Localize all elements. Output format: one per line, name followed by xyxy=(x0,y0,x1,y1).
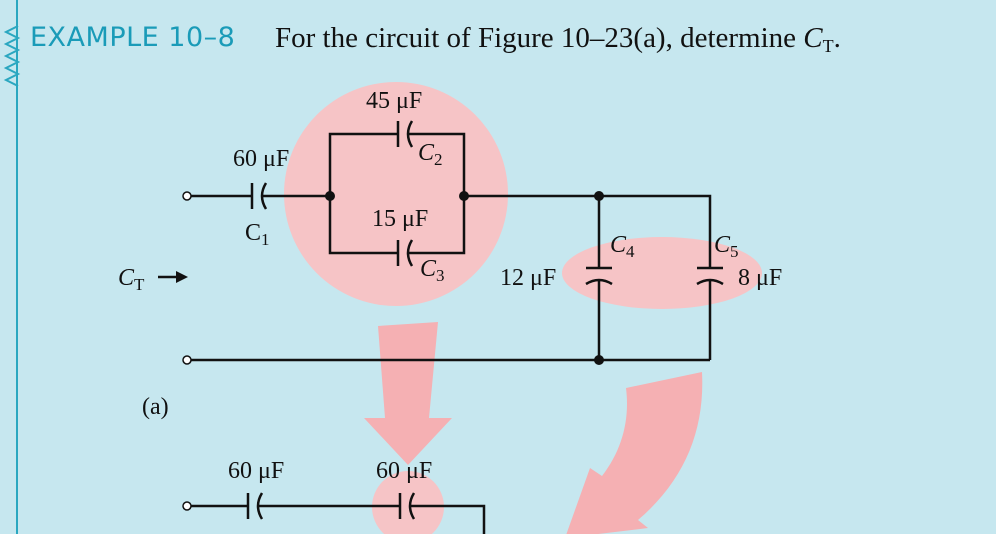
reduced-capacitor-highlight xyxy=(372,471,444,534)
example-symbol: C xyxy=(803,22,823,54)
c4-capacitor-symbol xyxy=(585,266,613,286)
c5-value: 8 μF xyxy=(738,265,782,291)
c2-capacitor-symbol xyxy=(396,120,414,148)
circuit-wires xyxy=(191,132,712,534)
highlights xyxy=(284,82,762,534)
terminal-top xyxy=(182,191,192,201)
reduced-capacitor-2-symbol xyxy=(398,492,416,520)
reduction-arrow-curved xyxy=(566,372,703,534)
example-symbol-sub: T xyxy=(822,36,834,56)
junction-dots xyxy=(325,191,604,365)
zigzag-marker-icon xyxy=(3,26,21,87)
example-text-prefix: For the circuit of Figure 10–23(a), dete… xyxy=(275,22,804,54)
terminal-bottom xyxy=(182,355,192,365)
parallel-c4-c5-highlight xyxy=(562,237,762,309)
terminal-reduced xyxy=(182,501,192,511)
ct-arrow-icon xyxy=(158,271,188,283)
ct-label: CT xyxy=(118,265,145,294)
c3-value: 15 μF xyxy=(372,206,428,232)
reduced-right-value: 60 μF xyxy=(376,458,432,484)
capacitor-symbols xyxy=(246,120,724,520)
example-statement: For the circuit of Figure 10–23(a), dete… xyxy=(275,22,841,57)
reduced-capacitor-1-symbol xyxy=(246,492,264,520)
c1-capacitor-symbol xyxy=(250,182,268,210)
c5-capacitor-symbol xyxy=(696,266,724,286)
c1-name: C1 xyxy=(245,220,270,249)
c4-value: 12 μF xyxy=(500,265,556,291)
terminals xyxy=(182,191,192,511)
part-label: (a) xyxy=(142,394,169,420)
example-text-suffix: . xyxy=(833,22,841,54)
c1-value: 60 μF xyxy=(233,146,289,172)
c3-name: C3 xyxy=(420,256,445,285)
example-label: EXAMPLE 10–8 xyxy=(30,22,236,53)
c4-name: C4 xyxy=(610,232,635,261)
reduction-arrow-down xyxy=(364,322,452,465)
left-margin-rule xyxy=(16,0,18,534)
c3-capacitor-symbol xyxy=(396,239,414,267)
reduced-left-value: 60 μF xyxy=(228,458,284,484)
c5-name: C5 xyxy=(714,232,739,261)
parallel-c2-c3-highlight xyxy=(284,82,508,306)
c2-value: 45 μF xyxy=(366,88,422,114)
c2-name: C2 xyxy=(418,140,443,169)
